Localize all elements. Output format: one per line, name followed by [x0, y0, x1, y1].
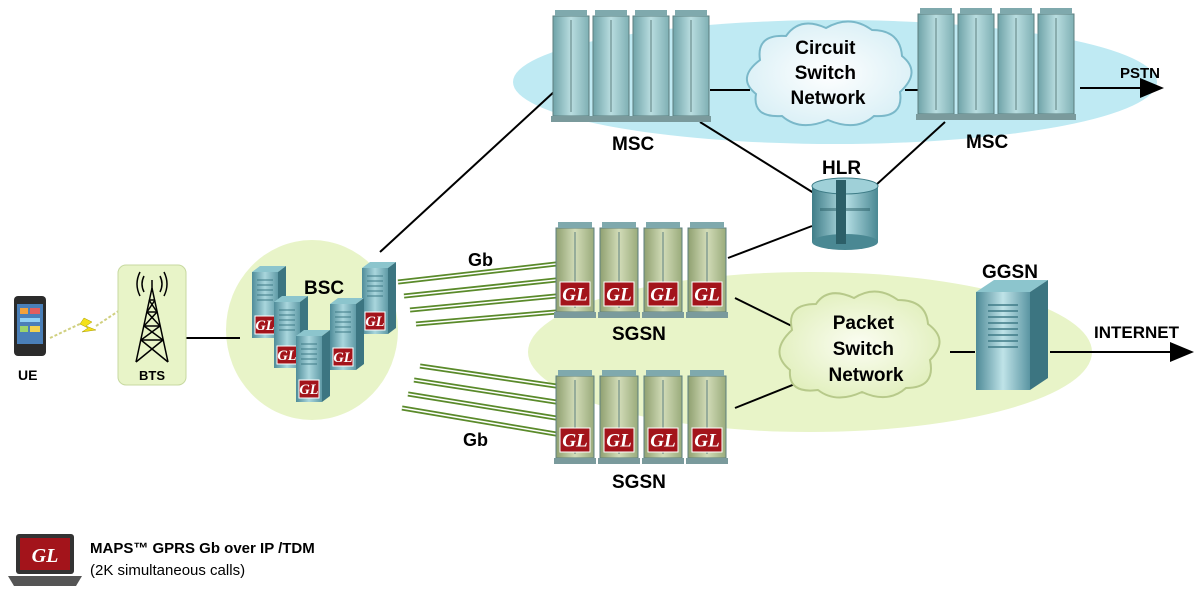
link-sgsn-hlr	[727, 225, 813, 259]
server-icon: GL	[296, 330, 330, 402]
svg-text:GL: GL	[333, 350, 352, 366]
phone-icon	[14, 296, 46, 356]
gl-logo-icon: GL	[603, 281, 635, 307]
svg-text:GL: GL	[255, 318, 274, 334]
server-icon: GL	[362, 262, 396, 334]
msc-right-rack	[916, 8, 1076, 120]
database-icon	[811, 177, 879, 250]
bts-tower-icon	[117, 264, 187, 386]
bts-label: BTS	[139, 368, 165, 383]
svg-text:GL: GL	[299, 382, 318, 398]
gl-logo-icon: GL	[364, 311, 386, 331]
sgsn-bottom-rack: GL GL GL GL	[554, 370, 728, 464]
server-icon	[551, 10, 591, 122]
gl-logo-icon: GL	[559, 427, 591, 453]
server-icon	[956, 8, 996, 120]
svg-text:GL: GL	[365, 314, 384, 330]
msc-right-label: MSC	[966, 132, 1009, 153]
server-icon	[631, 10, 671, 122]
gb-top-label: Gb	[468, 250, 493, 270]
wireless-link	[49, 299, 136, 339]
server-icon: GL	[686, 370, 728, 464]
server-icon: GL	[642, 370, 684, 464]
pstn-label: PSTN	[1120, 65, 1160, 82]
server-icon: GL	[598, 370, 640, 464]
svg-text:GL: GL	[650, 285, 676, 306]
sgsn-top-rack: GL GL GL GL	[554, 222, 728, 318]
laptop-icon: GL	[8, 534, 82, 586]
sgsn-bottom-label: SGSN	[612, 472, 666, 493]
gl-logo-icon: GL	[332, 347, 354, 367]
ue-label: UE	[18, 367, 37, 383]
server-icon	[1036, 8, 1076, 120]
server-icon	[976, 280, 1048, 390]
server-icon: GL	[554, 222, 596, 318]
server-icon: GL	[554, 370, 596, 464]
svg-text:GL: GL	[650, 431, 676, 452]
link-msc-hlr	[699, 121, 826, 201]
gb-bottom-label: Gb	[463, 430, 488, 450]
server-icon	[591, 10, 631, 122]
msc-left-rack	[551, 10, 711, 122]
server-icon: GL	[686, 222, 728, 318]
legend-subtitle: (2K simultaneous calls)	[90, 562, 246, 579]
link-bsc-msc	[379, 89, 557, 253]
link-msc2-hlr	[864, 121, 946, 196]
svg-text:GL: GL	[562, 431, 588, 452]
svg-text:GL: GL	[694, 431, 720, 452]
gl-logo-icon: GL	[254, 315, 276, 335]
internet-label: INTERNET	[1094, 323, 1180, 342]
gl-logo-icon: GL	[691, 427, 723, 453]
gl-logo-icon: GL	[647, 427, 679, 453]
sgsn-top-label: SGSN	[612, 324, 666, 345]
gl-logo-icon: GL	[691, 281, 723, 307]
bsc-label: BSC	[304, 278, 344, 299]
svg-text:GL: GL	[694, 285, 720, 306]
svg-text:GL: GL	[606, 431, 632, 452]
server-icon: GL	[642, 222, 684, 318]
server-icon: GL	[598, 222, 640, 318]
server-icon	[996, 8, 1036, 120]
gl-logo-icon: GL	[559, 281, 591, 307]
packet-cloud-label: Packet Switch Network	[829, 313, 904, 386]
hlr-label: HLR	[822, 158, 861, 179]
cloud-icon	[746, 20, 913, 127]
cloud-icon	[778, 290, 941, 399]
legend: GL MAPS™ GPRS Gb over IP /TDM (2K simult…	[6, 530, 426, 592]
server-icon: GL	[330, 298, 364, 370]
gl-logo-icon: GL	[603, 427, 635, 453]
ggsn-label: GGSN	[982, 262, 1038, 283]
gl-logo-icon: GL	[647, 281, 679, 307]
gl-logo-icon: GL	[298, 379, 320, 399]
legend-logo-text: GL	[32, 545, 59, 567]
legend-title: MAPS™ GPRS Gb over IP /TDM	[90, 540, 315, 557]
server-icon	[671, 10, 711, 122]
circuit-cloud-label: Circuit Switch Network	[791, 38, 866, 109]
gl-logo-icon: GL	[276, 345, 298, 365]
msc-left-label: MSC	[612, 134, 655, 155]
gb-links-top	[397, 261, 557, 327]
server-icon	[916, 8, 956, 120]
svg-text:GL: GL	[606, 285, 632, 306]
svg-text:GL: GL	[562, 285, 588, 306]
gb-links-bottom	[401, 363, 557, 437]
svg-text:GL: GL	[277, 348, 296, 364]
